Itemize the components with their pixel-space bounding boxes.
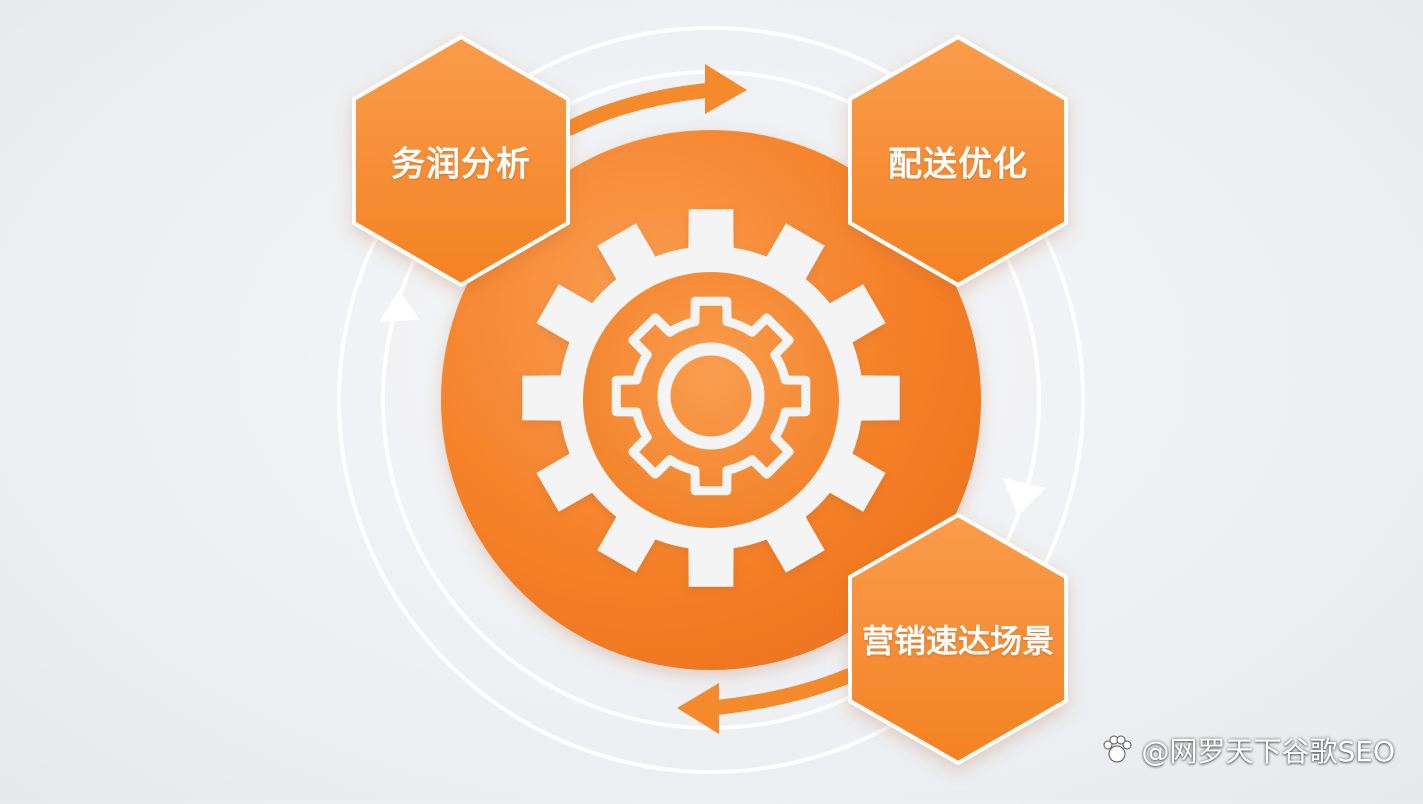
node-label-analysis: 务润分析 [391, 144, 531, 185]
hex-node-analysis [352, 35, 570, 287]
watermark-text: @网罗天下谷歌SEO [1141, 735, 1395, 768]
node-label-delivery: 配送优化 [888, 144, 1028, 185]
watermark: @网罗天下谷歌SEO [1099, 730, 1395, 770]
node-label-marketing: 营销速达场景 [861, 622, 1055, 660]
hex-node-delivery [848, 35, 1068, 287]
outer-ring [337, 26, 1085, 774]
arrow-left-icon [677, 668, 856, 734]
gear-icon [522, 209, 900, 587]
paw-icon [1103, 735, 1132, 763]
arrow-right-icon [562, 64, 747, 136]
hex-node-marketing [848, 513, 1068, 765]
arrowhead-down-icon [1003, 478, 1046, 516]
arrowhead-up-icon [379, 290, 420, 322]
